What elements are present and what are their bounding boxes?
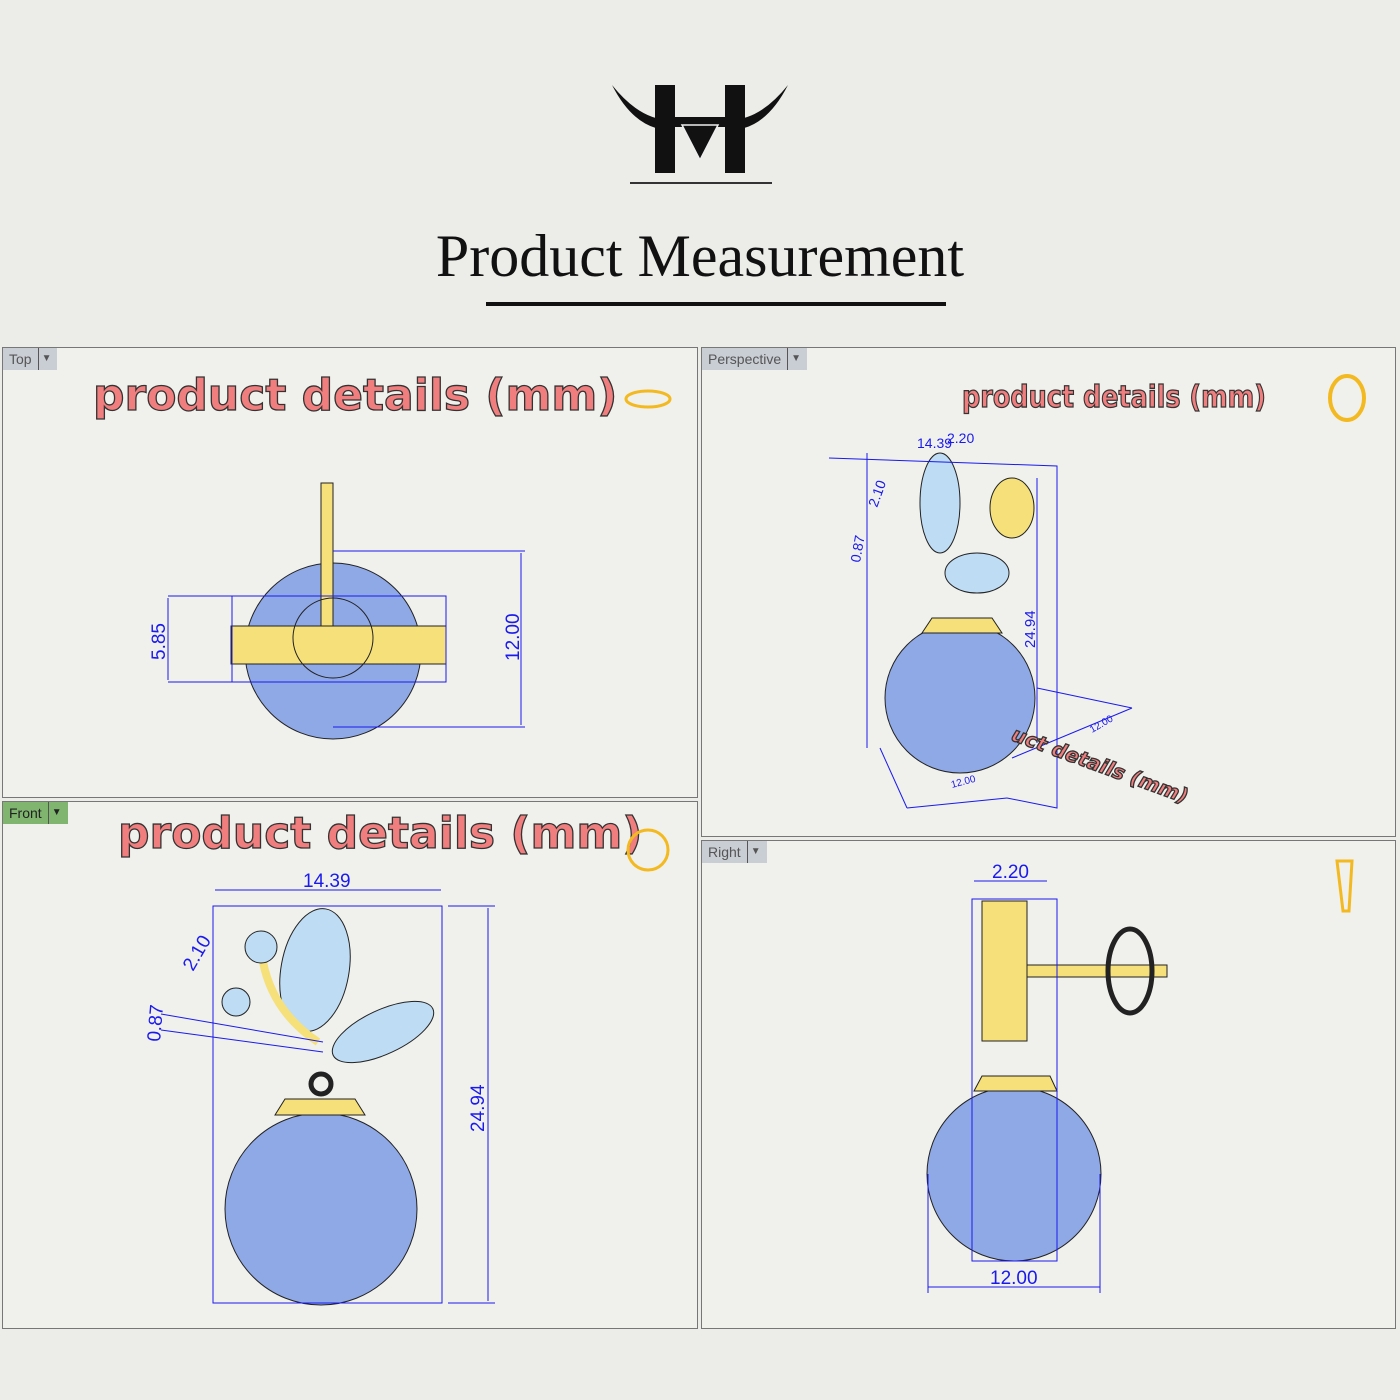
dim-pearl-a: 12.00 [1088, 713, 1116, 735]
brand-logo [612, 85, 788, 184]
dim-small-stone: 0.87 [847, 534, 868, 564]
dim-width: 14.39 [917, 435, 952, 451]
viewport-tab-front[interactable]: Front ▼ [3, 802, 68, 824]
ring-icon [626, 828, 670, 872]
viewport-front[interactable]: Front ▼ product details (mm) 14.39 2.10 0… [2, 801, 698, 1329]
dim-stone: 2.10 [865, 478, 889, 509]
right-view-drawing: 2.20 12.00 [926, 859, 1354, 1293]
top-view-drawing: 5.85 12.00 [149, 389, 672, 740]
dim-small-stone: 0.87 [144, 1004, 168, 1043]
viewport-right[interactable]: Right ▼ 2.20 12.00 [701, 840, 1396, 1329]
dim-diameter: 12.00 [503, 613, 524, 661]
annotation-text: product details (mm) [961, 379, 1266, 415]
dim-stone: 2.10 [179, 932, 216, 975]
annotation-text: product details (mm) [92, 369, 618, 421]
front-view-drawing: 14.39 2.10 0.87 24.94 [144, 828, 670, 1306]
dim-depth: 2.20 [992, 862, 1029, 883]
viewport-label: Front [9, 805, 42, 821]
dim-height: 24.94 [1022, 610, 1039, 648]
dropdown-arrow-icon[interactable]: ▼ [47, 802, 62, 824]
viewport-tab-right[interactable]: Right ▼ [702, 841, 767, 863]
viewport-perspective[interactable]: Perspective ▼ product details (mm) 14.39 … [701, 347, 1396, 837]
viewport-label: Top [9, 351, 32, 367]
page-title: Product Measurement [435, 223, 965, 289]
dim-height: 24.94 [468, 1084, 489, 1132]
dropdown-arrow-icon[interactable]: ▼ [746, 841, 761, 863]
perspective-drawing: 14.39 2.20 2.10 0.87 24.94 12.00 12.00 [828, 374, 1366, 809]
dim-pearl-b: 12.00 [950, 774, 977, 791]
viewport-label: Right [708, 844, 741, 860]
viewport-tab-perspective[interactable]: Perspective ▼ [702, 348, 808, 370]
dropdown-arrow-icon[interactable]: ▼ [787, 348, 801, 370]
ring-icon [1335, 859, 1354, 913]
viewport-top[interactable]: Top ▼ product details (mm) 5.85 12.00 [2, 347, 698, 798]
dim-height: 5.85 [149, 623, 170, 660]
title-underline [486, 302, 946, 306]
viewport-label: Perspective [708, 351, 782, 367]
viewport-tab-top[interactable]: Top ▼ [3, 348, 58, 370]
annotation-text: product details (mm) [117, 807, 643, 859]
ring-icon [624, 389, 672, 409]
dim-pearl: 12.00 [990, 1268, 1038, 1289]
dropdown-arrow-icon[interactable]: ▼ [37, 348, 51, 370]
dim-depth: 2.20 [947, 430, 974, 446]
ring-icon [1328, 374, 1366, 422]
dim-width: 14.39 [303, 871, 351, 892]
